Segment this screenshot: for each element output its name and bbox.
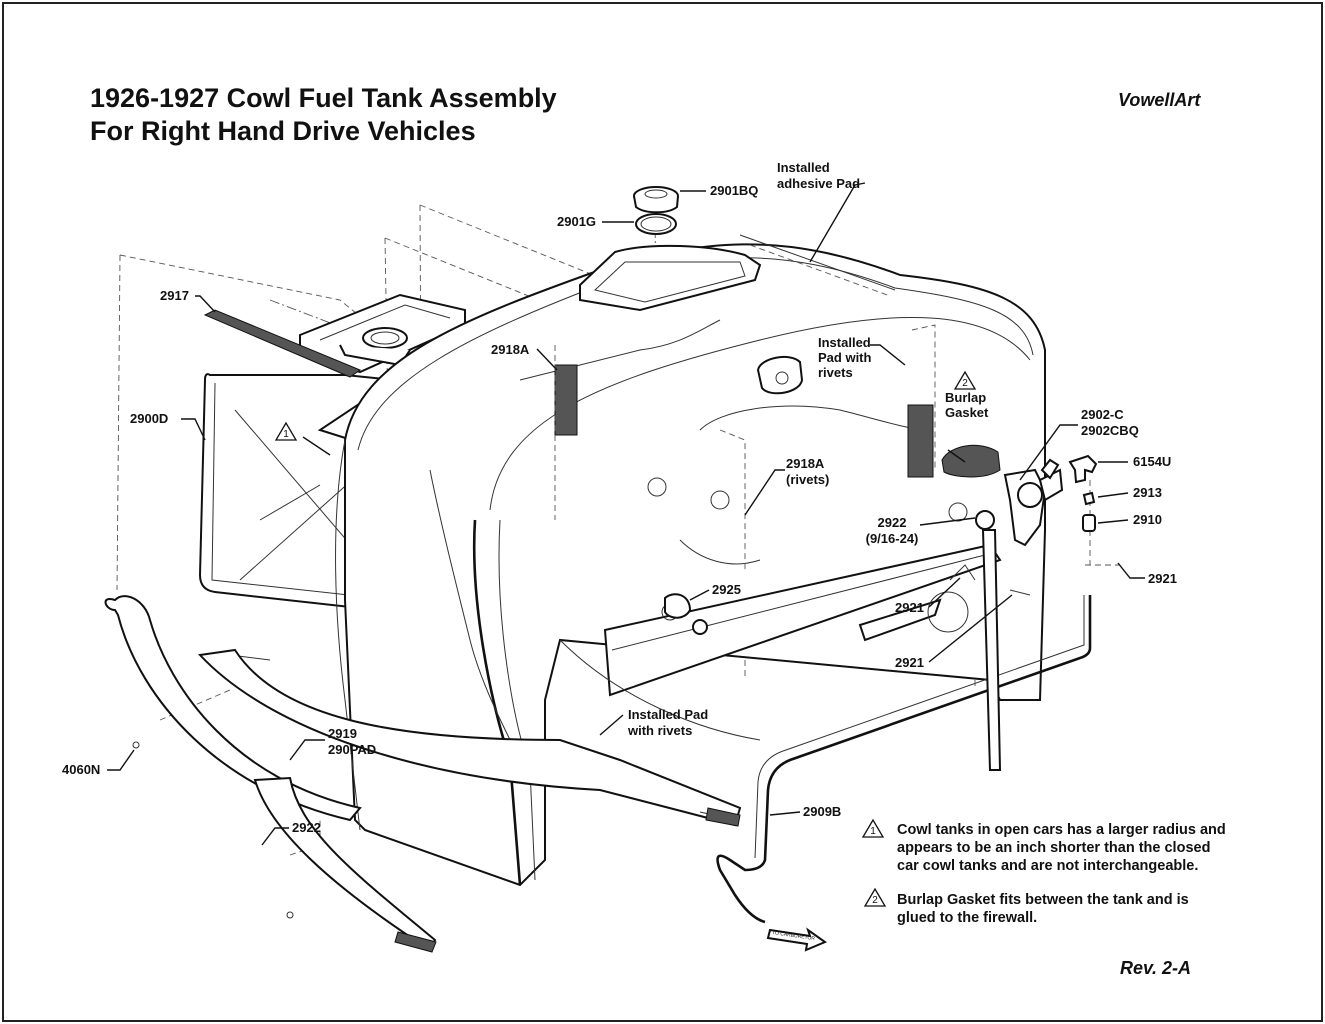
label-2902CBQ: 2902CBQ — [1081, 423, 1139, 438]
cap-gasket-2901G — [635, 213, 677, 235]
tank-pad-2917 — [203, 309, 362, 378]
nut-2913 — [1082, 491, 1096, 506]
label-installed-pad-lower-2: with rivets — [627, 723, 692, 738]
svg-text:2: 2 — [962, 378, 968, 389]
clips-2921 — [949, 564, 1031, 596]
label-6154U: 6154U — [1133, 454, 1171, 469]
note-1: 1 Cowl tanks in open cars has a larger r… — [861, 818, 1226, 874]
label-2900D: 2900D — [130, 411, 168, 426]
note-1-line-1: Cowl tanks in open cars has a larger rad… — [897, 822, 1226, 838]
notes-block: 1 Cowl tanks in open cars has a larger r… — [861, 818, 1226, 926]
label-2921-low: 2921 — [895, 655, 924, 670]
label-2910: 2910 — [1133, 512, 1162, 527]
gas-cap-2901BQ — [633, 186, 679, 214]
note-1-line-3: car cowl tanks and are not interchangeab… — [897, 858, 1198, 874]
label-gasket: Gasket — [945, 405, 989, 420]
elbow-fitting-6154U — [1068, 454, 1098, 484]
screw-lower — [286, 911, 294, 919]
label-2918A-rivets-2: (rivets) — [786, 472, 829, 487]
svg-text:1: 1 — [283, 429, 289, 440]
label-installed-adhesive-pad: Installed — [777, 160, 830, 175]
label-2919: 2919 — [328, 726, 357, 741]
label-installed-pad-rivets: Installed — [818, 335, 871, 350]
label-2918A: 2918A — [491, 342, 530, 357]
sleeve-2910 — [1082, 514, 1096, 532]
strap-2922 — [253, 776, 741, 953]
label-290PAD: 290PAD — [328, 742, 376, 757]
label-2925: 2925 — [712, 582, 741, 597]
label-2922-thread: (9/16-24) — [866, 531, 919, 546]
part-labels: 2901BQ 2901G Installed adhesive Pad 2917… — [62, 160, 1177, 942]
screw-4060N — [132, 741, 140, 749]
svg-text:1: 1 — [870, 826, 876, 837]
label-4060N: 4060N — [62, 762, 100, 777]
note-2-line-2: glued to the firewall. — [897, 910, 1037, 926]
diagram-title-line-1: 1926-1927 Cowl Fuel Tank Assembly — [90, 83, 557, 113]
cowl-body — [335, 234, 1046, 887]
gasket-note-marker: 2 — [953, 370, 977, 390]
label-installed-pad-rivets-3: rivets — [818, 365, 853, 380]
burlap-gasket — [941, 444, 1001, 478]
pad-outline-right — [911, 324, 936, 470]
cowl-pad-right — [907, 404, 934, 478]
tank-note-marker: 1 — [274, 421, 298, 441]
label-2901G: 2901G — [557, 214, 596, 229]
label-2901BQ: 2901BQ — [710, 183, 758, 198]
label-installed-pad-lower: Installed Pad — [628, 707, 708, 722]
label-installed-pad-rivets-2: Pad with — [818, 350, 872, 365]
note-2-line-1: Burlap Gasket fits between the tank and … — [897, 892, 1189, 908]
label-2922-strap: 2922 — [292, 820, 321, 835]
label-2909B: 2909B — [803, 804, 841, 819]
valve-rod-2922 — [975, 510, 1002, 771]
label-2921-mid: 2921 — [895, 600, 924, 615]
bolt-2925 — [664, 593, 692, 619]
leader-lines — [107, 182, 1145, 846]
label-2921-right: 2921 — [1148, 571, 1177, 586]
fuel-line-2909B — [716, 595, 1092, 952]
svg-text:2: 2 — [872, 895, 878, 906]
diagram-title-line-2: For Right Hand Drive Vehicles — [90, 116, 476, 146]
shutoff-valve-2902C — [1003, 458, 1064, 547]
nut-2925 — [692, 619, 708, 635]
label-2913: 2913 — [1133, 485, 1162, 500]
label-2917: 2917 — [160, 288, 189, 303]
label-2918A-rivets: 2918A — [786, 456, 825, 471]
note-2: 2 Burlap Gasket fits between the tank an… — [863, 887, 1189, 926]
note-1-line-2: appears to be an inch shorter than the c… — [897, 840, 1210, 856]
label-2902C: 2902-C — [1081, 407, 1124, 422]
label-installed-adhesive-pad-2: adhesive Pad — [777, 176, 860, 191]
label-2922-valve: 2922 — [878, 515, 907, 530]
label-burlap: Burlap — [945, 390, 986, 405]
rivet-pad-outline — [554, 345, 746, 570]
brand-signature: VowellArt — [1118, 90, 1201, 110]
revision-label: Rev. 2-A — [1120, 958, 1192, 978]
cowl-pad-2918A — [554, 364, 578, 436]
